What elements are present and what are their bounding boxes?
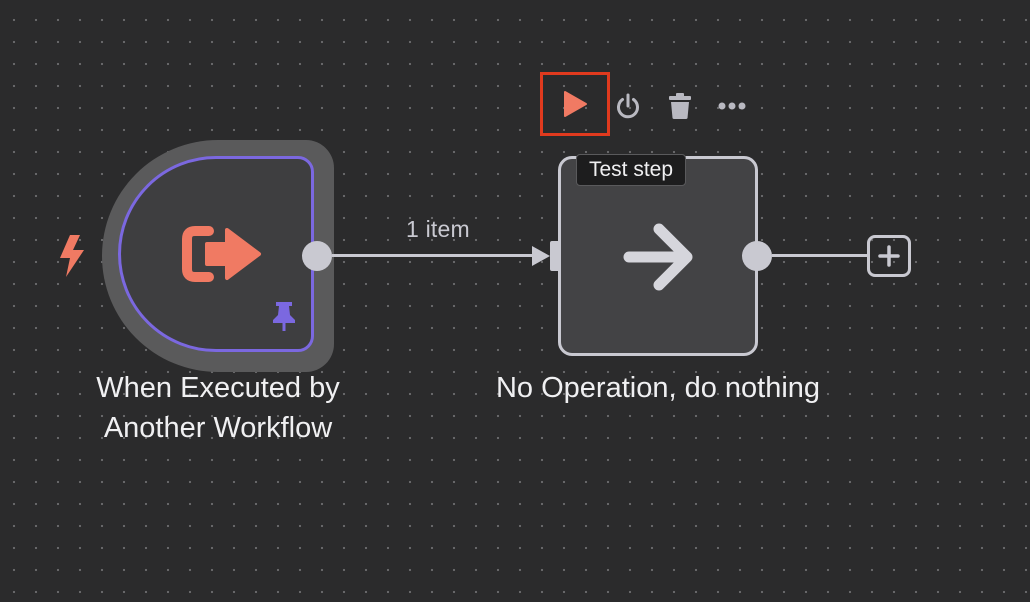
connection-arrowhead [532, 246, 550, 266]
node-label: When Executed by Another Workflow [58, 368, 378, 448]
arrow-right-icon [623, 219, 695, 300]
plus-icon [878, 245, 900, 267]
bolt-icon [56, 234, 88, 283]
power-icon [617, 93, 639, 119]
delete-button[interactable] [662, 88, 698, 124]
sign-out-icon [181, 223, 263, 290]
node-label-line: Another Workflow [103, 412, 333, 444]
node-no-operation[interactable] [558, 156, 758, 356]
connection-line[interactable] [332, 254, 542, 257]
ellipsis-icon [718, 102, 746, 110]
deactivate-button[interactable] [610, 88, 646, 124]
more-options-button[interactable] [714, 88, 750, 124]
output-port[interactable] [302, 241, 332, 271]
tooltip: Test step [576, 154, 687, 186]
play-icon [564, 91, 587, 117]
node-when-executed-by-another-workflow[interactable] [118, 156, 314, 352]
trash-icon [669, 93, 691, 119]
add-node-button[interactable] [867, 235, 911, 277]
node-label-line: When Executed by [96, 372, 340, 404]
output-handle-line [772, 254, 868, 257]
output-port[interactable] [742, 241, 772, 271]
pin-icon [271, 300, 297, 337]
connection-item-count: 1 item [406, 216, 470, 242]
test-step-button[interactable] [540, 72, 610, 136]
node-label: No Operation, do nothing [495, 372, 821, 404]
